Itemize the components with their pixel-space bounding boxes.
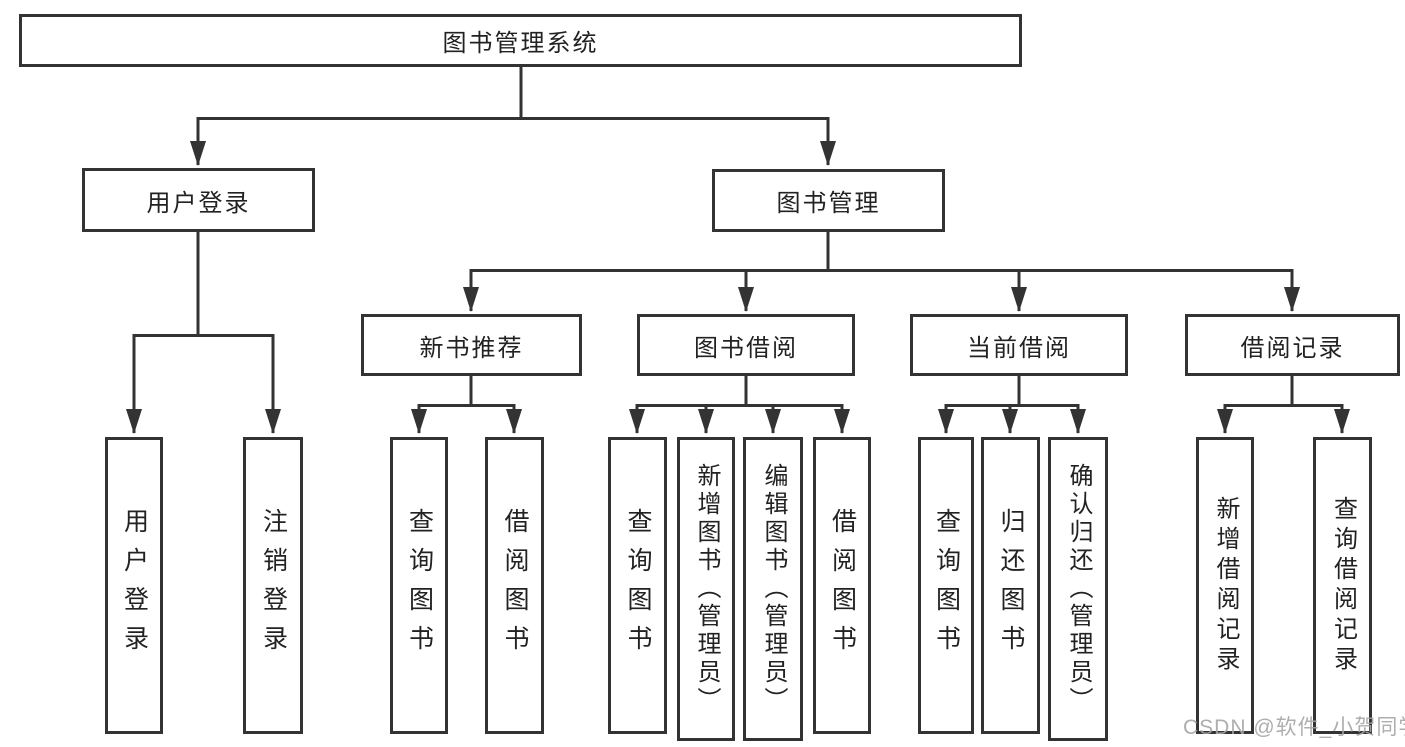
leaf-add-book-admin: 新增图书（管理员） [677,437,735,741]
node-book-management: 图书管理 [712,169,945,232]
leaf-add-borrow-record: 新增借阅记录 [1196,437,1254,734]
node-book-management-label: 图书管理 [776,190,881,217]
leaf-return-book: 归还图书 [981,437,1040,734]
leaf-add-book-admin-label: 新增图书（管理员） [693,463,720,715]
leaf-confirm-return-admin-label: 确认归还（管理员） [1065,463,1092,715]
node-book-borrow-label: 图书借阅 [694,334,798,362]
leaf-confirm-return-admin: 确认归还（管理员） [1048,437,1108,741]
csdn-watermark: CSDN @软件_小贺同学 [1183,716,1405,739]
leaf-logout-label: 注销登录 [259,507,288,664]
leaf-edit-book-admin-label: 编辑图书（管理员） [760,463,787,715]
leaf-borrow-books-1-label: 借阅图书 [501,507,529,664]
leaf-return-book-label: 归还图书 [997,507,1025,664]
leaf-query-books-1-label: 查询图书 [405,507,434,664]
node-new-book-recommend: 新书推荐 [361,314,582,376]
leaf-query-books-3-label: 查询图书 [932,507,961,664]
leaf-query-books-3: 查询图书 [918,437,974,734]
node-new-book-recommend-label: 新书推荐 [419,334,524,362]
node-borrow-records-label: 借阅记录 [1240,334,1345,362]
leaf-add-borrow-record-label: 新增借阅记录 [1212,495,1239,676]
node-root-label: 图书管理系统 [442,30,599,57]
leaf-query-books-2-label: 查询图书 [624,507,652,664]
leaf-user-login: 用户登录 [105,437,163,734]
leaf-query-books-1: 查询图书 [390,437,448,734]
node-user-login: 用户登录 [82,168,315,232]
node-root: 图书管理系统 [19,14,1022,67]
leaf-query-borrow-record: 查询借阅记录 [1313,437,1372,734]
node-current-borrow: 当前借阅 [910,314,1128,376]
leaf-query-books-2: 查询图书 [608,437,667,734]
leaf-user-login-label: 用户登录 [120,507,149,664]
leaf-edit-book-admin: 编辑图书（管理员） [743,437,803,741]
leaf-logout: 注销登录 [243,437,303,734]
node-borrow-records: 借阅记录 [1185,314,1400,376]
node-user-login-label: 用户登录 [146,189,251,217]
node-book-borrow: 图书借阅 [637,314,855,376]
node-current-borrow-label: 当前借阅 [967,334,1071,362]
leaf-query-borrow-record-label: 查询借阅记录 [1329,495,1357,676]
leaf-borrow-books-2: 借阅图书 [813,437,871,734]
leaf-borrow-books-2-label: 借阅图书 [828,507,857,664]
leaf-borrow-books-1: 借阅图书 [485,437,544,734]
